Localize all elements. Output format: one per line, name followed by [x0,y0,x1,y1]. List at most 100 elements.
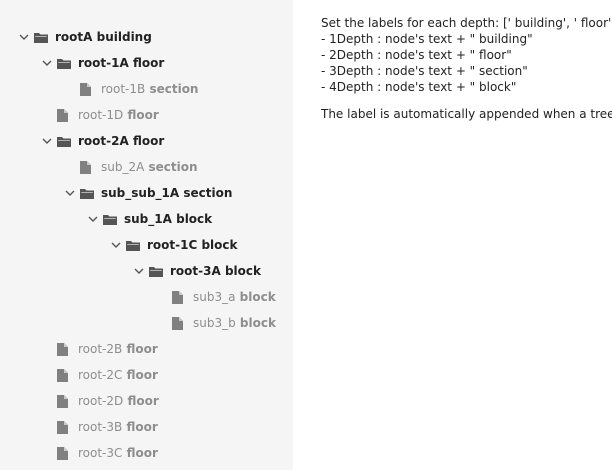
depth-label: block [220,264,261,278]
folder-icon [149,261,165,281]
description-intro: Set the labels for each depth: [' buildi… [321,16,612,30]
folder-icon [57,53,73,73]
description-depth-4: - 4Depth : node's text + " block" [321,80,517,94]
tree-node-label: sub_sub_1A section [101,186,232,200]
tree-node-label: root-2D floor [78,394,159,408]
tree-node-file[interactable]: root-2D floor [57,391,159,411]
file-icon [172,287,188,307]
depth-label: floor [128,56,165,70]
node-text: sub3_a [193,290,236,304]
tree-node-label: sub3_a block [193,290,276,304]
node-text: root-1C [147,238,198,252]
file-icon [172,313,188,333]
depth-label: block [171,212,213,226]
node-text: sub_1A [124,212,172,226]
depth-label: floor [123,108,159,122]
tree-node-file[interactable]: sub_2A section [80,157,198,177]
tree-node-folder[interactable]: rootA building [17,27,152,47]
file-icon [57,105,73,125]
folder-icon [57,131,73,151]
tree-node-folder[interactable]: sub_1A block [86,209,212,229]
node-text: sub3_b [193,316,236,330]
tree-node-file[interactable]: sub3_b block [172,313,276,333]
file-icon [57,391,73,411]
depth-label: floor [122,342,158,356]
depth-label: floor [123,394,159,408]
chevron-down-icon[interactable] [40,131,54,151]
node-text: sub_sub_1A [101,186,180,200]
tree-node-folder[interactable]: root-3A block [132,261,261,281]
file-icon [57,443,73,463]
tree-view: rootA building root-1A floor root-1B secti… [0,0,293,470]
depth-label: floor [122,368,158,382]
depth-label: block [197,238,238,252]
depth-label: floor [122,420,158,434]
tree-node-label: root-3C floor [78,446,158,460]
tree-node-label: root-2C floor [78,368,158,382]
chevron-down-icon[interactable] [109,235,123,255]
depth-label: floor [128,134,165,148]
tree-node-label: root-3A block [170,264,261,278]
tree-node-label: root-1D floor [78,108,159,122]
tree-node-label: root-1C block [147,238,238,252]
folder-icon [34,27,50,47]
tree-node-file[interactable]: root-2B floor [57,339,158,359]
node-text: root-3C [78,446,123,460]
chevron-down-icon[interactable] [63,183,77,203]
node-text: root-1A [78,56,129,70]
file-icon [80,157,96,177]
tree-node-folder[interactable]: sub_sub_1A section [63,183,232,203]
tree-node-label: rootA building [55,30,152,44]
tree-node-label: sub3_b block [193,316,276,330]
tree-node-file[interactable]: root-2C floor [57,365,158,385]
file-icon [57,417,73,437]
tree-node-file[interactable]: root-1D floor [57,105,159,125]
tree-node-label: root-1A floor [78,56,164,70]
depth-label: block [235,316,276,330]
node-text: root-2A [78,134,129,148]
description-note: The label is automatically appended when… [321,107,612,121]
tree-node-folder[interactable]: root-1C block [109,235,238,255]
node-text: root-2D [78,394,124,408]
file-icon [57,339,73,359]
description-panel: Set the labels for each depth: [' buildi… [321,15,612,122]
node-text: root-2C [78,368,123,382]
tree-node-label: sub_1A block [124,212,212,226]
tree-node-label: root-2B floor [78,342,158,356]
tree-node-folder[interactable]: root-2A floor [40,131,164,151]
tree-node-file[interactable]: root-1B section [80,79,198,99]
node-text: root-1B [101,82,146,96]
depth-label: section [179,186,233,200]
chevron-down-icon[interactable] [132,261,146,281]
chevron-down-icon[interactable] [17,27,31,47]
depth-label: building [92,30,152,44]
folder-icon [80,183,96,203]
tree-node-folder[interactable]: root-1A floor [40,53,164,73]
node-text: root-3A [170,264,221,278]
depth-label: block [235,290,276,304]
node-text: root-3B [78,420,123,434]
node-text: root-2B [78,342,123,356]
node-text: root-1D [78,108,124,122]
tree-node-file[interactable]: root-3C floor [57,443,158,463]
node-text: sub_2A [101,160,145,174]
file-icon [57,365,73,385]
description-depth-2: - 2Depth : node's text + " floor" [321,48,512,62]
tree-node-label: sub_2A section [101,160,198,174]
chevron-down-icon[interactable] [86,209,100,229]
folder-icon [103,209,119,229]
depth-label: floor [122,446,158,460]
tree-node-label: root-2A floor [78,134,164,148]
tree-node-file[interactable]: root-3B floor [57,417,158,437]
depth-label: section [145,82,199,96]
tree-node-label: root-1B section [101,82,198,96]
tree-node-file[interactable]: sub3_a block [172,287,276,307]
node-text: rootA [55,30,93,44]
description-depth-3: - 3Depth : node's text + " section" [321,64,528,78]
file-icon [80,79,96,99]
depth-label: section [144,160,198,174]
chevron-down-icon[interactable] [40,53,54,73]
description-depth-1: - 1Depth : node's text + " building" [321,32,533,46]
folder-icon [126,235,142,255]
